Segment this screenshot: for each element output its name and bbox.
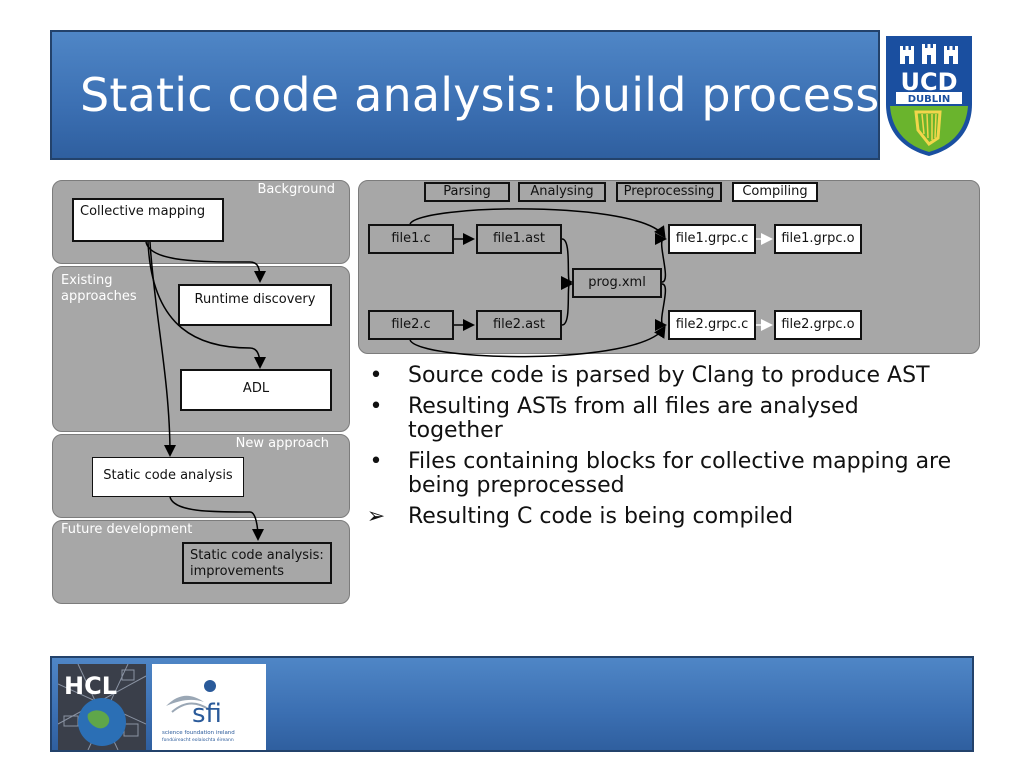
tab-compiling: Compiling (732, 182, 818, 202)
box-runtime-discovery: Runtime discovery (178, 284, 332, 326)
box-improvements: Static code analysis: improvements (182, 542, 332, 584)
ucd-logo: UCD DUBLIN (884, 34, 974, 158)
arrow-to-improvements (169, 496, 264, 541)
box-collective-mapping-label: Collective mapping (80, 204, 206, 219)
bullet-mark: • (369, 394, 383, 419)
bullet-item: • Source code is parsed by Clang to prod… (366, 364, 986, 388)
sfi-text: sfi (192, 699, 222, 729)
edge-loop-bottom (409, 325, 666, 358)
bullet-item: • Resulting ASTs from all files are anal… (366, 395, 888, 443)
node-file1-ast: file1.ast (476, 224, 562, 254)
node-file1-grpc-c: file1.grpc.c (668, 224, 756, 254)
box-adl-label: ADL (242, 381, 270, 396)
node-file2-grpc-c: file2.grpc.c (668, 310, 756, 340)
bullet-mark: ➢ (366, 504, 386, 529)
box-static-code-analysis: Static code analysis (92, 457, 244, 497)
node-prog-xml: prog.xml (572, 268, 662, 298)
bullet-text: Resulting ASTs from all files are analys… (408, 394, 859, 443)
sfi-subtitle-2: fondúireacht eolaíochta éireann (162, 736, 234, 743)
tab-parsing: Parsing (424, 182, 510, 202)
slide-title: Static code analysis: build process (80, 68, 880, 122)
box-adl: ADL (180, 369, 332, 411)
node-file1-c: file1.c (368, 224, 454, 254)
panel-label-existing-1: Existing (61, 273, 113, 288)
edge-prog-file1grpc (654, 233, 667, 283)
panel-label-future: Future development (61, 522, 193, 537)
box-improvements-line2: improvements (190, 564, 285, 579)
bullet-item: • Files containing blocks for collective… (366, 450, 968, 498)
node-file2-ast: file2.ast (476, 310, 562, 340)
ucd-text: UCD (900, 68, 957, 96)
panel-label-existing-2: approaches (61, 289, 137, 304)
sfi-logo: sfi science foundation ireland fondúirea… (152, 664, 266, 750)
sfi-subtitle-1: science foundation ireland (162, 730, 235, 736)
edge-prog-file2grpc (654, 283, 667, 331)
arrow-to-runtime (145, 241, 266, 283)
bullet-item: ➢ Resulting C code is being compiled (366, 505, 986, 529)
edge-loop-top (409, 208, 666, 239)
hcl-logo: HCL (58, 664, 146, 750)
arrow-to-adl (147, 241, 266, 369)
panel-label-new: New approach (235, 436, 329, 451)
box-collective-mapping: Collective mapping (72, 198, 224, 242)
box-static-code-analysis-label: Static code analysis (103, 468, 233, 483)
bullet-text: Source code is parsed by Clang to produc… (408, 363, 930, 388)
bullet-text: Resulting C code is being compiled (408, 504, 794, 529)
bullet-mark: • (369, 449, 383, 474)
node-file1-grpc-o: file1.grpc.o (774, 224, 862, 254)
arrow-to-static (149, 241, 176, 457)
node-file2-grpc-o: file2.grpc.o (774, 310, 862, 340)
title-bar: Static code analysis: build process (50, 30, 880, 160)
box-runtime-discovery-label: Runtime discovery (194, 292, 316, 307)
edge-file1ast-prog (560, 238, 573, 288)
hcl-text: HCL (64, 672, 117, 700)
bullet-text: Files containing blocks for collective m… (408, 449, 952, 498)
tab-analysing: Analysing (518, 182, 606, 202)
dublin-text: DUBLIN (908, 94, 951, 105)
node-file2-c: file2.c (368, 310, 454, 340)
tab-preprocessing: Preprocessing (616, 182, 722, 202)
bullet-mark: • (369, 363, 383, 388)
panel-label-background: Background (257, 182, 335, 197)
edge-file2ast-prog (560, 278, 573, 326)
bullet-list: • Source code is parsed by Clang to prod… (366, 364, 986, 536)
box-improvements-line1: Static code analysis: (190, 548, 324, 563)
